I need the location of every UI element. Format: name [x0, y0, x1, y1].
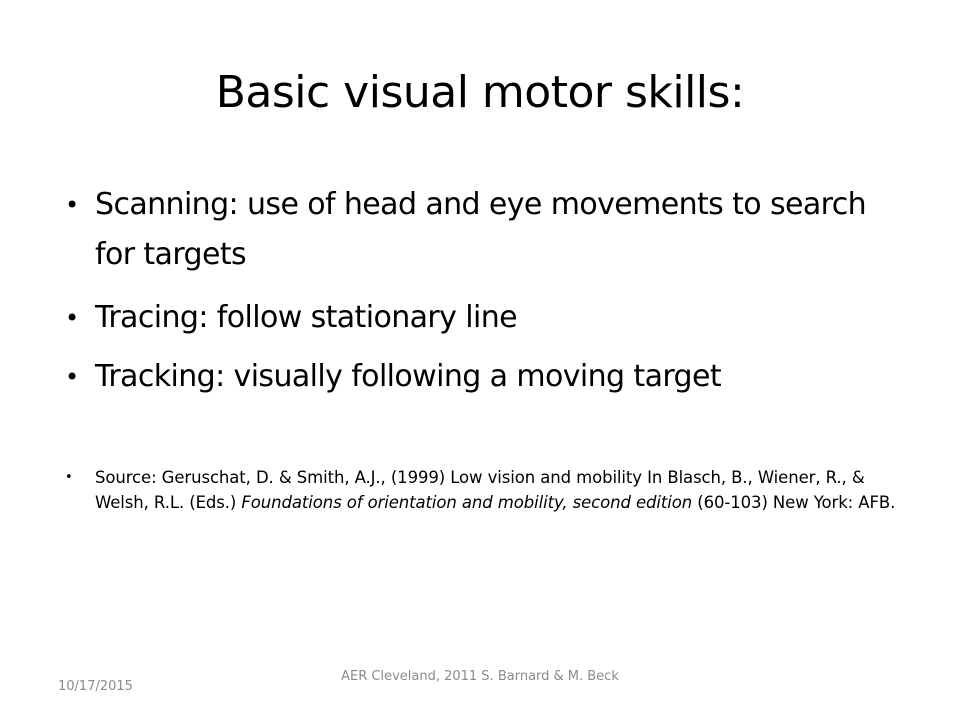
bullet-item-tracing: • Tracing: follow stationary line [65, 293, 895, 343]
source-prefix: Source: Geruschat, D. & Smith, A.J., (19… [95, 468, 865, 512]
bullet-term: Tracing: [95, 300, 208, 335]
bullet-text: use of head and eye movements to search … [95, 187, 867, 272]
bullet-text: follow stationary line [207, 300, 518, 335]
bullet-item-scanning: • Scanning: use of head and eye movement… [65, 180, 895, 280]
bullet-text: visually following a moving target [224, 359, 722, 394]
bullet-icon: • [65, 304, 79, 332]
slide-title: Basic visual motor skills: [215, 67, 745, 118]
bullet-term: Scanning: [95, 187, 239, 222]
source-suffix: (60-103) New York: AFB. [692, 493, 896, 512]
source-citation: • Source: Geruschat, D. & Smith, A.J., (… [65, 465, 915, 515]
bullet-icon: • [65, 191, 79, 219]
bullet-term: Tracking: [95, 359, 225, 394]
bullet-item-tracking: • Tracking: visually following a moving … [65, 352, 895, 402]
footer-date: 10/17/2015 [58, 679, 133, 694]
bullet-icon: • [65, 470, 73, 485]
footer-credit: AER Cleveland, 2011 S. Barnard & M. Beck [341, 669, 619, 684]
bullet-icon: • [65, 363, 79, 391]
source-book-title: Foundations of orientation and mobility,… [241, 493, 693, 512]
